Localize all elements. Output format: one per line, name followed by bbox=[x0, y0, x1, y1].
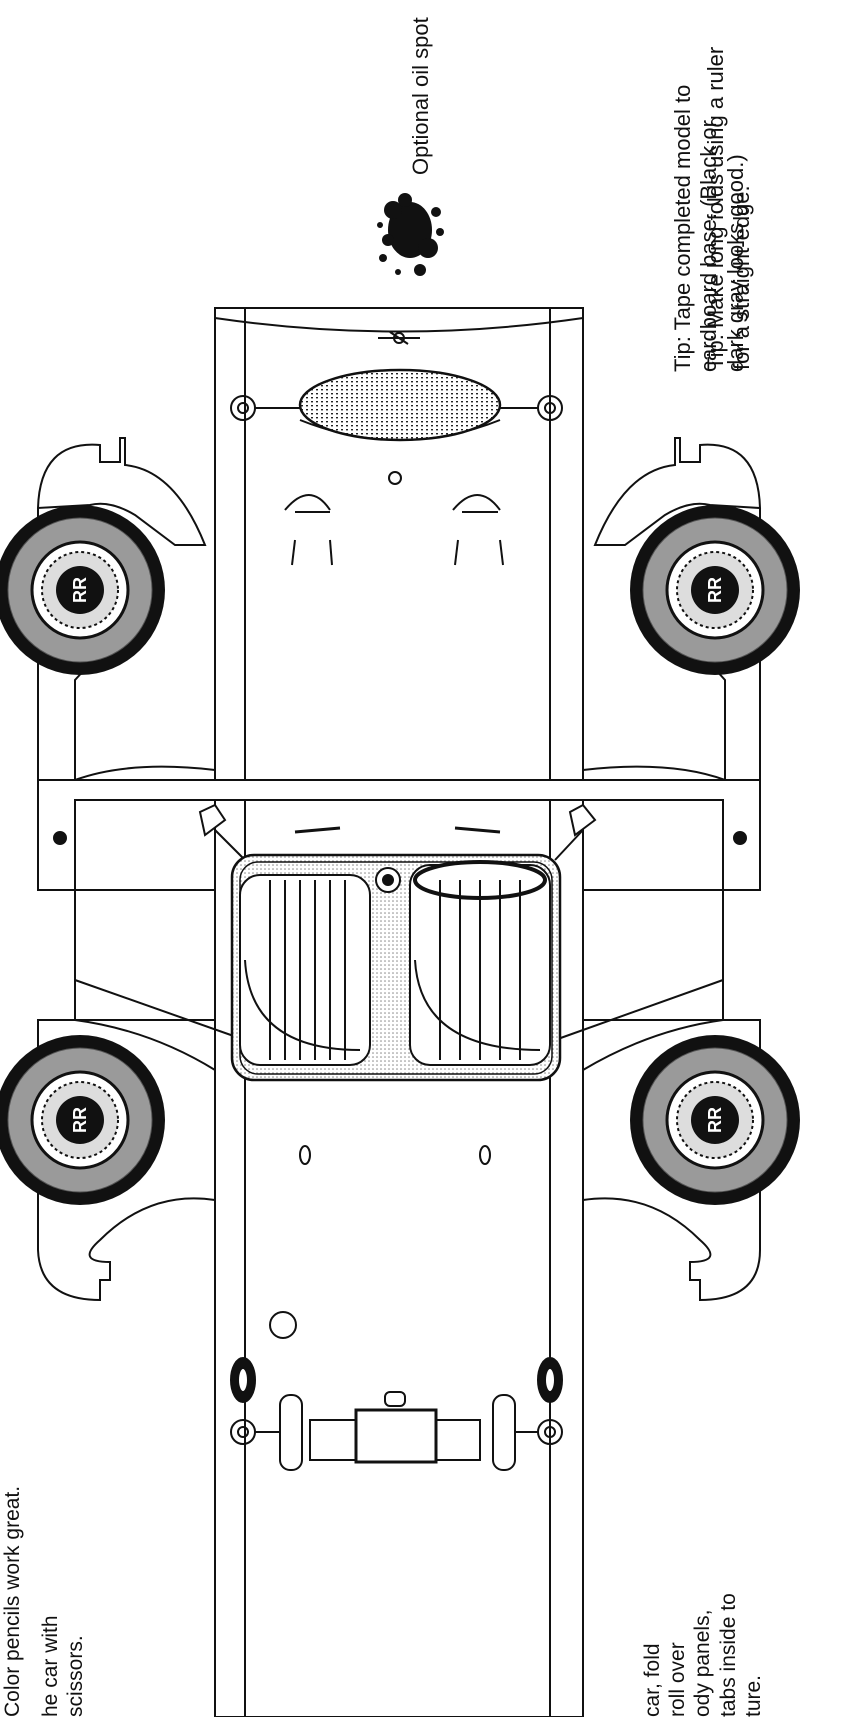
tip-fold-instructions: car, fold roll over ody panels, tabs ins… bbox=[640, 1593, 766, 1717]
steering-wheel bbox=[375, 867, 401, 893]
tip-cut-out-line1: he car with bbox=[39, 1615, 62, 1717]
hood-panel bbox=[214, 317, 584, 566]
tip-tape-base: Tip: Tape completed model to cardboard b… bbox=[670, 85, 749, 372]
tip-cut-out: he car with scissors. bbox=[38, 1615, 88, 1717]
tip-fold-line2: roll over bbox=[666, 1642, 690, 1717]
tip-tape-line3: dark gray looks good.) bbox=[722, 154, 748, 372]
tip-fold-line3: ody panels, bbox=[691, 1609, 715, 1717]
wheel-rear-left bbox=[0, 1035, 165, 1205]
wheel-logo-rr: RR bbox=[705, 1107, 725, 1133]
left-seat bbox=[239, 874, 371, 1066]
tip-color-pencils: Color pencils work great. bbox=[0, 1486, 25, 1717]
oil-spot-label-text: Optional oil spot bbox=[408, 17, 433, 175]
wheel-front-right bbox=[630, 505, 800, 675]
door-cross-panel bbox=[37, 779, 761, 1041]
oil-spot-label: Optional oil spot bbox=[408, 17, 434, 175]
wheel-rear-right bbox=[630, 1035, 800, 1205]
tip-fold-line1: car, fold bbox=[641, 1643, 664, 1717]
wheel-front-left bbox=[0, 505, 165, 675]
oil-spot-graphic bbox=[377, 193, 444, 276]
tip-color-pencils-text: Color pencils work great. bbox=[1, 1485, 24, 1717]
wheel-logo-fr: RR bbox=[705, 577, 725, 603]
wheel-logo-rl: RR bbox=[70, 1107, 90, 1133]
right-seat bbox=[409, 860, 551, 1066]
tip-tape-line1: Tip: Tape completed model to bbox=[670, 84, 695, 372]
tip-fold-line5: ture. bbox=[741, 1674, 765, 1717]
rear-deck bbox=[230, 1145, 563, 1471]
wheel-logo-fl: RR bbox=[70, 577, 90, 603]
tip-cut-out-line2: scissors. bbox=[64, 1635, 88, 1717]
tip-tape-line2: cardboard base. (Black or bbox=[696, 120, 722, 372]
tip-fold-line4: tabs inside to bbox=[716, 1593, 740, 1717]
